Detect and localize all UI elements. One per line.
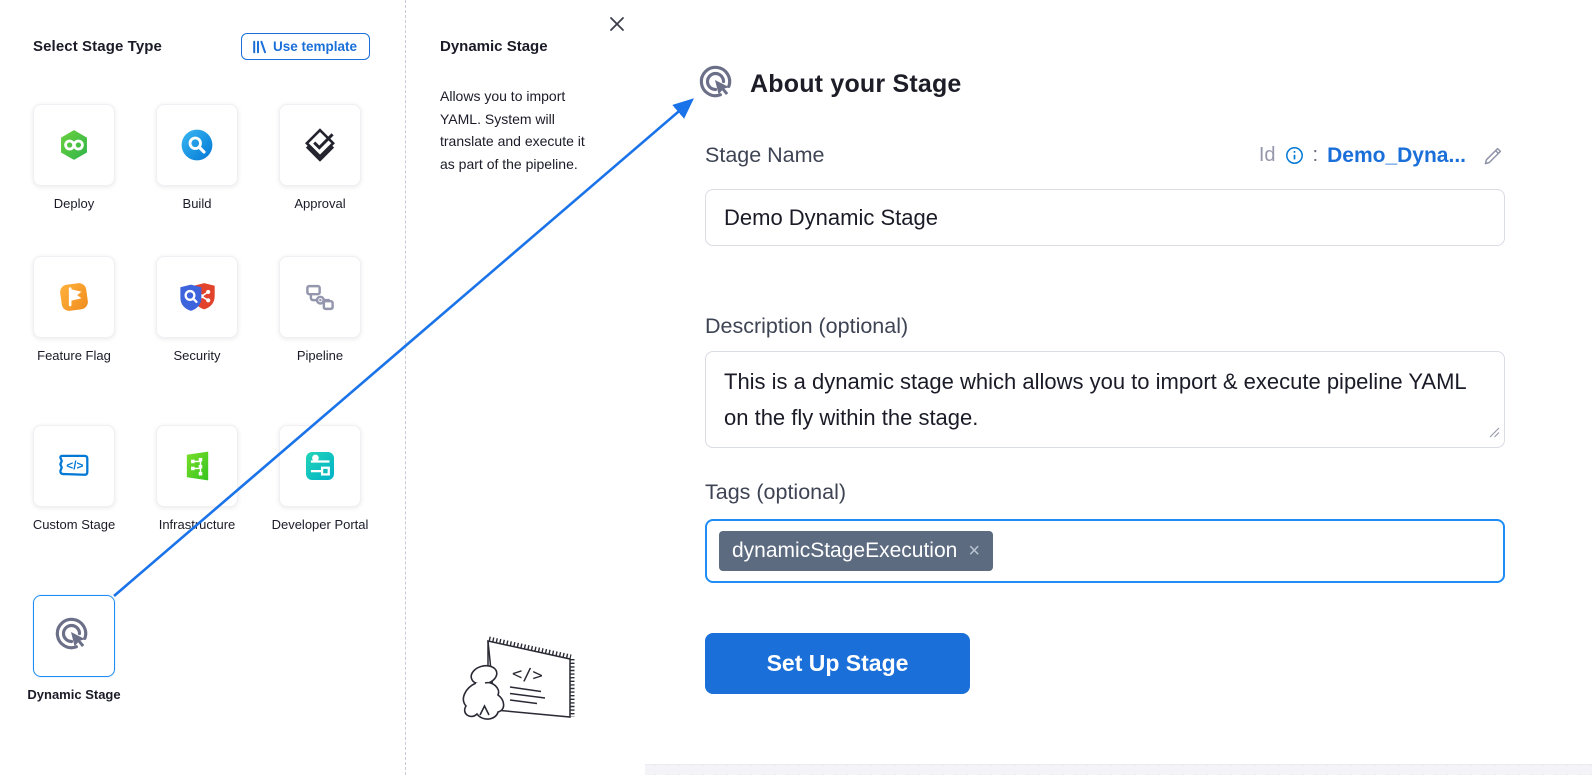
template-library-icon bbox=[252, 40, 266, 54]
description-field-wrap: This is a dynamic stage which allows you… bbox=[705, 351, 1505, 448]
edit-id-icon[interactable] bbox=[1481, 144, 1505, 168]
svg-text:</>: </> bbox=[512, 664, 543, 686]
panel-title: Select Stage Type bbox=[33, 38, 162, 55]
security-icon bbox=[176, 276, 218, 318]
id-label: Id bbox=[1258, 144, 1276, 166]
info-panel-title: Dynamic Stage bbox=[440, 38, 548, 55]
tile-cell-dynamic-stage: Dynamic Stage bbox=[27, 595, 121, 703]
tile-label-infrastructure: Infrastructure bbox=[158, 517, 236, 532]
tag-pill: dynamicStageExecution × bbox=[719, 531, 993, 571]
tags-input[interactable]: dynamicStageExecution × bbox=[705, 519, 1505, 583]
stage-type-header: Select Stage Type Use template bbox=[33, 30, 370, 63]
tag-remove-icon[interactable]: × bbox=[968, 540, 980, 562]
tags-label: Tags (optional) bbox=[705, 480, 847, 504]
stage-type-panel: Select Stage Type Use template bbox=[0, 0, 405, 775]
tile-deploy[interactable] bbox=[33, 104, 115, 186]
stage-info-panel: Dynamic Stage Allows you to import YAML.… bbox=[406, 0, 640, 775]
tile-feature-flag[interactable] bbox=[33, 256, 115, 338]
tile-row-1: Deploy Build bbox=[33, 104, 361, 212]
close-icon[interactable] bbox=[605, 13, 629, 37]
tile-row-2: Feature Flag bbox=[33, 256, 361, 364]
stage-name-label: Stage Name bbox=[705, 143, 825, 167]
dynamic-stage-icon bbox=[54, 616, 94, 656]
tile-developer-portal[interactable] bbox=[279, 425, 361, 507]
tile-cell-custom-stage: </> Custom Stage bbox=[33, 425, 115, 533]
use-template-label: Use template bbox=[272, 39, 357, 54]
pipeline-canvas-edge bbox=[645, 764, 1592, 775]
info-icon[interactable] bbox=[1285, 146, 1304, 165]
svg-text:</>: </> bbox=[66, 458, 83, 472]
use-template-button[interactable]: Use template bbox=[240, 33, 370, 60]
description-textarea[interactable]: This is a dynamic stage which allows you… bbox=[705, 351, 1505, 448]
stage-id-value[interactable]: Demo_Dyna... bbox=[1327, 143, 1466, 167]
about-stage-title: About your Stage bbox=[750, 69, 962, 98]
infrastructure-icon bbox=[176, 445, 218, 487]
tile-cell-developer-portal: Developer Portal bbox=[272, 425, 368, 533]
tile-cell-build: Build bbox=[156, 104, 238, 212]
tile-row-3: </> Custom Stage bbox=[33, 425, 368, 533]
tile-label-security: Security bbox=[173, 348, 221, 363]
pipeline-icon bbox=[299, 276, 341, 318]
tile-cell-security: Security bbox=[156, 256, 238, 364]
about-stage-header: About your Stage bbox=[698, 64, 962, 104]
tile-label-approval: Approval bbox=[294, 196, 346, 211]
set-up-stage-button[interactable]: Set Up Stage bbox=[705, 633, 970, 694]
developer-portal-icon bbox=[299, 445, 341, 487]
tile-build[interactable] bbox=[156, 104, 238, 186]
dynamic-stage-icon bbox=[698, 64, 738, 104]
id-colon: : bbox=[1312, 144, 1319, 166]
tile-cell-feature-flag: Feature Flag bbox=[33, 256, 115, 364]
tile-security[interactable] bbox=[156, 256, 238, 338]
description-label: Description (optional) bbox=[705, 314, 909, 338]
tile-cell-pipeline: Pipeline bbox=[279, 256, 361, 364]
approval-icon bbox=[299, 124, 341, 166]
custom-stage-icon: </> bbox=[53, 445, 95, 487]
tile-label-custom-stage: Custom Stage bbox=[32, 517, 116, 532]
tile-row-4: Dynamic Stage bbox=[27, 595, 121, 703]
tile-cell-infrastructure: Infrastructure bbox=[156, 425, 238, 533]
tile-pipeline[interactable] bbox=[279, 256, 361, 338]
tile-dynamic-stage[interactable] bbox=[33, 595, 115, 677]
stage-id-row: Id : Demo_Dyna... bbox=[1259, 144, 1505, 168]
tile-label-developer-portal: Developer Portal bbox=[271, 517, 369, 532]
tile-label-pipeline: Pipeline bbox=[296, 348, 344, 363]
info-panel-description: Allows you to import YAML. System will t… bbox=[440, 88, 585, 172]
tag-text: dynamicStageExecution bbox=[732, 539, 958, 562]
deploy-icon bbox=[53, 124, 95, 166]
tile-label-build: Build bbox=[182, 196, 212, 211]
build-icon bbox=[176, 124, 218, 166]
resize-handle-icon[interactable] bbox=[1489, 425, 1500, 443]
stage-name-row: Stage Name Id : Demo_Dyna... bbox=[705, 143, 1505, 168]
tile-cell-deploy: Deploy bbox=[33, 104, 115, 212]
stage-name-input[interactable] bbox=[705, 189, 1505, 246]
tile-label-feature-flag: Feature Flag bbox=[37, 348, 111, 363]
presenter-whiteboard-illustration: </> bbox=[448, 615, 593, 732]
tile-infrastructure[interactable] bbox=[156, 425, 238, 507]
tile-approval[interactable] bbox=[279, 104, 361, 186]
tile-cell-approval: Approval bbox=[279, 104, 361, 212]
tile-label-dynamic-stage: Dynamic Stage bbox=[27, 687, 121, 702]
tile-label-deploy: Deploy bbox=[53, 196, 95, 211]
feature-flag-icon bbox=[53, 276, 95, 318]
about-stage-panel: About your Stage Stage Name Id : Demo_Dy… bbox=[640, 0, 1592, 775]
tile-custom-stage[interactable]: </> bbox=[33, 425, 115, 507]
